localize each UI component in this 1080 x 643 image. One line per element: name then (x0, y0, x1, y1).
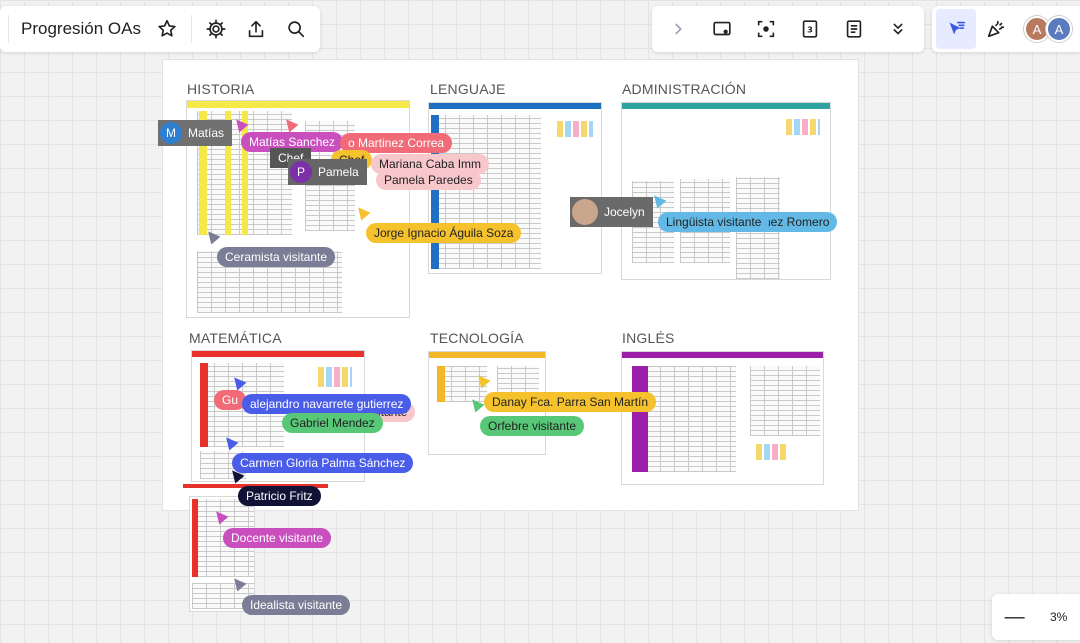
cursor-label: Matías Sanchez (241, 132, 344, 152)
cursor-label: Jocelyn (604, 205, 645, 219)
cursor-label: Gabriel Mendez (282, 413, 383, 433)
cursor-filter-icon[interactable] (936, 9, 976, 49)
user-cursor-pamela: P Pamela (288, 159, 367, 185)
chevron-double-down-icon[interactable] (876, 9, 920, 49)
avatar (572, 199, 598, 225)
board-toolbar: Progresión OAs (0, 6, 320, 52)
cursor-label: Pamela (318, 165, 359, 179)
collaboration-toolbar: A A (932, 6, 1080, 52)
star-icon[interactable] (147, 9, 187, 49)
upload-icon[interactable] (236, 9, 276, 49)
collaborator-avatar[interactable]: A (1046, 16, 1072, 42)
zoom-out-button[interactable]: — (1004, 606, 1025, 628)
section-label-lenguaje: LENGUAJE (430, 81, 506, 97)
timer-icon[interactable]: 3 (788, 9, 832, 49)
celebrate-icon[interactable] (976, 9, 1016, 49)
divider (191, 15, 192, 43)
section-label-ingles: INGLÉS (622, 330, 675, 346)
board-matematica-extra[interactable] (189, 496, 255, 612)
user-cursor-jocelyn: Jocelyn (570, 197, 653, 227)
cursor-label: nez Romero (750, 212, 838, 232)
cursor-label: Matías (188, 126, 225, 140)
cursor-label: Danay Fca. Parra San Martín (484, 392, 657, 412)
cursor-label: o Martinez Correa (340, 133, 453, 153)
cursor-label: Docente visitante (223, 528, 332, 548)
avatar: P (290, 161, 312, 183)
cursor-label: Ceramista visitante (217, 247, 336, 267)
screen-share-icon[interactable] (700, 9, 744, 49)
cursor-label: Lingüista visitante (658, 212, 770, 232)
section-label-tecnologia: TECNOLOGÍA (430, 330, 524, 346)
cursor-label: alejandro navarrete gutierrez (242, 394, 412, 414)
cursor-label: Carmen Gloria Palma Sánchez (232, 453, 414, 473)
avatar: M (160, 122, 182, 144)
notes-icon[interactable] (832, 9, 876, 49)
chevron-right-icon[interactable] (656, 9, 700, 49)
board-administracion[interactable] (621, 102, 831, 280)
zoom-level[interactable]: 3% (1049, 610, 1068, 624)
user-cursor-matias: M Matías (158, 120, 233, 146)
section-label-administracion: ADMINISTRACIÓN (622, 81, 747, 97)
cursor-label: Orfebre visitante (480, 416, 585, 436)
section-label-matematica: MATEMÁTICA (189, 330, 282, 346)
board-title[interactable]: Progresión OAs (8, 15, 147, 43)
cursor-label: Pamela Paredes (376, 170, 481, 190)
gear-icon[interactable] (196, 9, 236, 49)
cursor-label: Jorge Ignacio Águila Soza (366, 223, 522, 243)
section-label-historia: HISTORIA (187, 81, 255, 97)
cursor-label: Idealista visitante (242, 595, 351, 615)
zoom-control: — 3% (992, 594, 1080, 640)
cursor-label: Gu (214, 390, 247, 410)
tools-toolbar: 3 (652, 6, 924, 52)
svg-text:3: 3 (807, 25, 813, 35)
focus-icon[interactable] (744, 9, 788, 49)
cursor-label: Patricio Fritz (238, 486, 321, 506)
board-ingles[interactable] (621, 351, 824, 485)
cursor-label: Mariana Caba Imm (371, 154, 490, 174)
search-icon[interactable] (276, 9, 316, 49)
